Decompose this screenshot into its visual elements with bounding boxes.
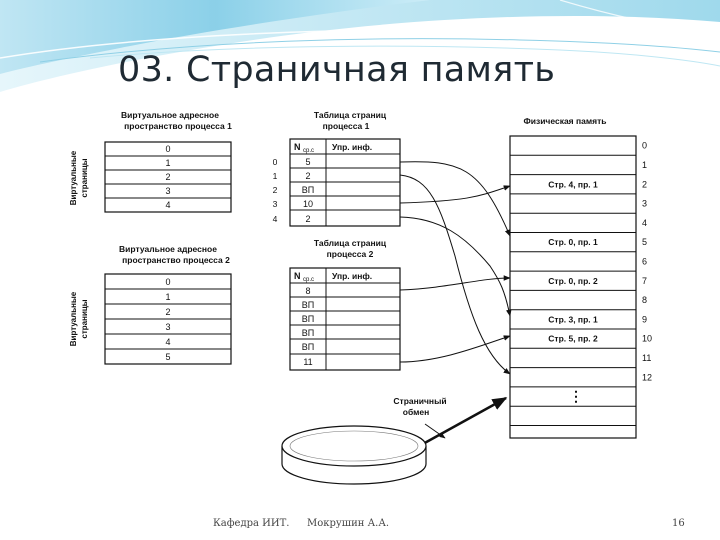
- page-table-process-1: Таблица страниц процесса 1 N ср.с Упр. и…: [273, 110, 401, 227]
- pt1-row-index: 4: [273, 214, 278, 224]
- physical-memory-title: Физическая память: [523, 116, 606, 126]
- pt2-col-n-sub: ср.с: [303, 277, 314, 283]
- virt-2-page: 3: [165, 322, 170, 332]
- mapping-arrows: [399, 161, 512, 375]
- virt-space-2-title-line1: Виртуальное адресное: [119, 244, 217, 254]
- virt-pages-label-2-line1: Виртуальные: [69, 291, 78, 346]
- virt-space-2-title-line2: пространство процесса 2: [122, 255, 230, 265]
- memory-frame-content: Стр. 0, пр. 1: [548, 237, 598, 247]
- pt1-entry: 2: [305, 214, 310, 224]
- memory-frame-content: Стр. 0, пр. 2: [548, 276, 598, 286]
- virt-2-page: 2: [165, 307, 170, 317]
- memory-frame-number: 6: [642, 256, 647, 266]
- memory-frame-number: 0: [642, 141, 647, 151]
- page-table-1-title-line2: процесса 1: [323, 121, 370, 131]
- pt2-entry: 8: [305, 286, 310, 296]
- arrow-pt2-0: [399, 275, 511, 291]
- arrow-pt2-5: [399, 335, 511, 363]
- memory-ellipsis: ⋮: [569, 388, 583, 404]
- pt1-row-index: 0: [273, 157, 278, 167]
- swap-label-line1: Страничный: [393, 396, 446, 406]
- arrow-pt1-0: [399, 161, 511, 237]
- page-table-2-title-line2: процесса 2: [327, 249, 374, 259]
- virt-pages-label-1-line2: страницы: [80, 158, 89, 197]
- memory-frame-number: 4: [642, 218, 647, 228]
- pt1-entry: 2: [305, 171, 310, 181]
- memory-frame-number: 9: [642, 314, 647, 324]
- pt1-col-n-sub: ср.с: [303, 148, 314, 154]
- virt-2-page: 0: [165, 277, 170, 287]
- pt2-entry: ВП: [302, 314, 314, 324]
- memory-frame-number: 5: [642, 237, 647, 247]
- virt-1-page: 0: [165, 144, 170, 154]
- swap-arrow: [410, 396, 508, 452]
- virt-1-page: 3: [165, 186, 170, 196]
- virtual-space-process-2: Виртуальное адресное пространство процес…: [69, 244, 232, 365]
- virt-2-page: 4: [165, 337, 170, 347]
- swap-label-line2: обмен: [403, 407, 429, 417]
- pt2-entry: 11: [303, 357, 312, 367]
- virt-space-1-title-line1: Виртуальное адресное: [121, 110, 219, 120]
- pt1-row-index: 2: [273, 185, 278, 195]
- pt2-entry: ВП: [302, 300, 314, 310]
- page-memory-diagram: Виртуальное адресное пространство процес…: [60, 106, 672, 502]
- memory-frame-number: 1: [642, 160, 647, 170]
- footer-author: Мокрушин А.А.: [307, 518, 390, 529]
- virt-pages-label-1-line1: Виртуальные: [69, 150, 78, 205]
- arrow-pt1-3: [399, 185, 511, 204]
- memory-frame-number: 2: [642, 179, 647, 189]
- pt1-row-index: 1: [273, 171, 278, 181]
- pt1-row-index: 3: [273, 199, 278, 209]
- memory-frame-number: 7: [642, 276, 647, 286]
- footer-department: Кафедра ИИТ.: [213, 518, 290, 529]
- pt1-col-ctrl: Упр. инф.: [332, 142, 372, 152]
- page-table-2-title-line1: Таблица страниц: [314, 238, 387, 248]
- page-table-1-title-line1: Таблица страниц: [314, 110, 387, 120]
- pt2-entry: ВП: [302, 342, 314, 352]
- pt2-col-ctrl: Упр. инф.: [332, 271, 372, 281]
- virt-1-page: 2: [165, 172, 170, 182]
- virt-space-1-title-line2: пространство процесса 1: [124, 121, 232, 131]
- pt1-entry: 5: [305, 157, 310, 167]
- virt-2-page: 1: [165, 292, 170, 302]
- memory-frame-content: Стр. 3, пр. 1: [548, 314, 598, 324]
- memory-frame-content: Стр. 4, пр. 1: [548, 179, 598, 189]
- virtual-space-process-1: Виртуальное адресное пространство процес…: [69, 110, 232, 213]
- memory-frame-number: 3: [642, 199, 647, 209]
- page-table-process-2: Таблица страниц процесса 2 N ср.с Упр. и…: [289, 238, 401, 371]
- memory-frame-content: Стр. 5, пр. 2: [548, 334, 598, 344]
- virt-pages-label-2-line2: страницы: [80, 299, 89, 338]
- virt-1-page: 4: [165, 200, 170, 210]
- slide-title: 03. Страничная память: [118, 50, 556, 90]
- memory-frame-number: 10: [642, 334, 652, 344]
- memory-frame-number: 11: [642, 353, 651, 363]
- footer-page-number: 16: [672, 518, 685, 529]
- page-swap: Страничный обмен: [281, 396, 508, 485]
- memory-frame-number: 12: [642, 372, 652, 382]
- pt1-entry: 10: [303, 199, 313, 209]
- pt1-entry: ВП: [302, 185, 314, 195]
- pt2-col-n: N: [294, 271, 301, 281]
- arrow-pt1-4: [399, 216, 512, 317]
- virt-2-page: 5: [165, 352, 170, 362]
- pt1-col-n: N: [294, 142, 301, 152]
- memory-frame-number: 8: [642, 295, 647, 305]
- arrow-pt1-1: [399, 174, 511, 375]
- virt-1-page: 1: [165, 158, 170, 168]
- pt2-entry: ВП: [302, 328, 314, 338]
